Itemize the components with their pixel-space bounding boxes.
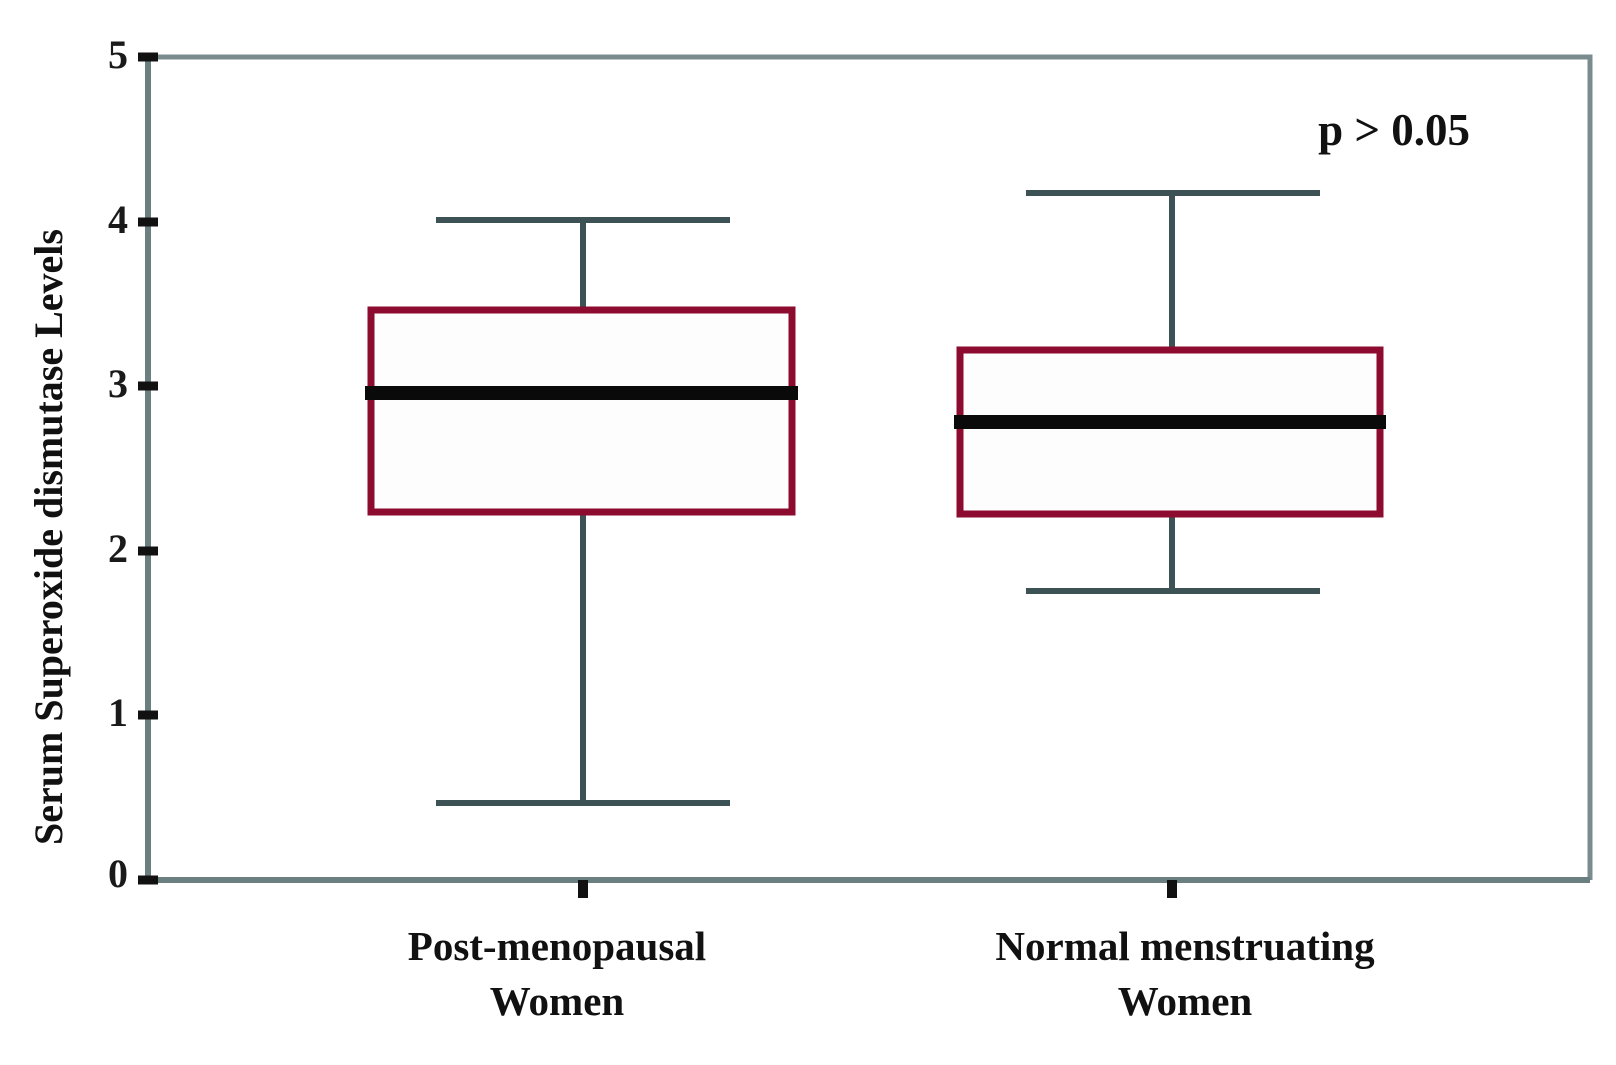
x-axis-labels: Post-menopausal Women Normal menstruatin… — [408, 923, 1375, 1024]
y-axis-title: Serum Superoxide dismutase Levels — [26, 229, 71, 845]
y-tick-label-1: 1 — [108, 690, 128, 735]
y-tick-label-5: 5 — [108, 32, 128, 77]
x-label-1-line2: Women — [490, 978, 625, 1024]
y-tick-label-2: 2 — [108, 526, 128, 571]
x-label-1-line1: Post-menopausal — [408, 923, 706, 969]
boxplot-group-post-menopausal[interactable] — [365, 217, 798, 806]
y-tick-label-4: 4 — [108, 197, 128, 242]
x-axis-ticks — [578, 880, 1177, 898]
p-value-annotation: p > 0.05 — [1318, 105, 1470, 155]
y-tick-label-3: 3 — [108, 361, 128, 406]
box-iqr[interactable] — [367, 306, 796, 516]
x-label-2-line1: Normal menstruating — [995, 923, 1375, 969]
plot-frame — [145, 54, 1593, 883]
y-axis-ticks — [138, 52, 158, 885]
boxplot-group-normal-menstruating[interactable] — [954, 190, 1386, 594]
y-axis-tick-labels: 5 4 3 2 1 0 — [108, 32, 128, 896]
box-iqr[interactable] — [956, 346, 1384, 518]
x-label-2-line2: Women — [1118, 978, 1253, 1024]
y-tick-label-0: 0 — [108, 851, 128, 896]
